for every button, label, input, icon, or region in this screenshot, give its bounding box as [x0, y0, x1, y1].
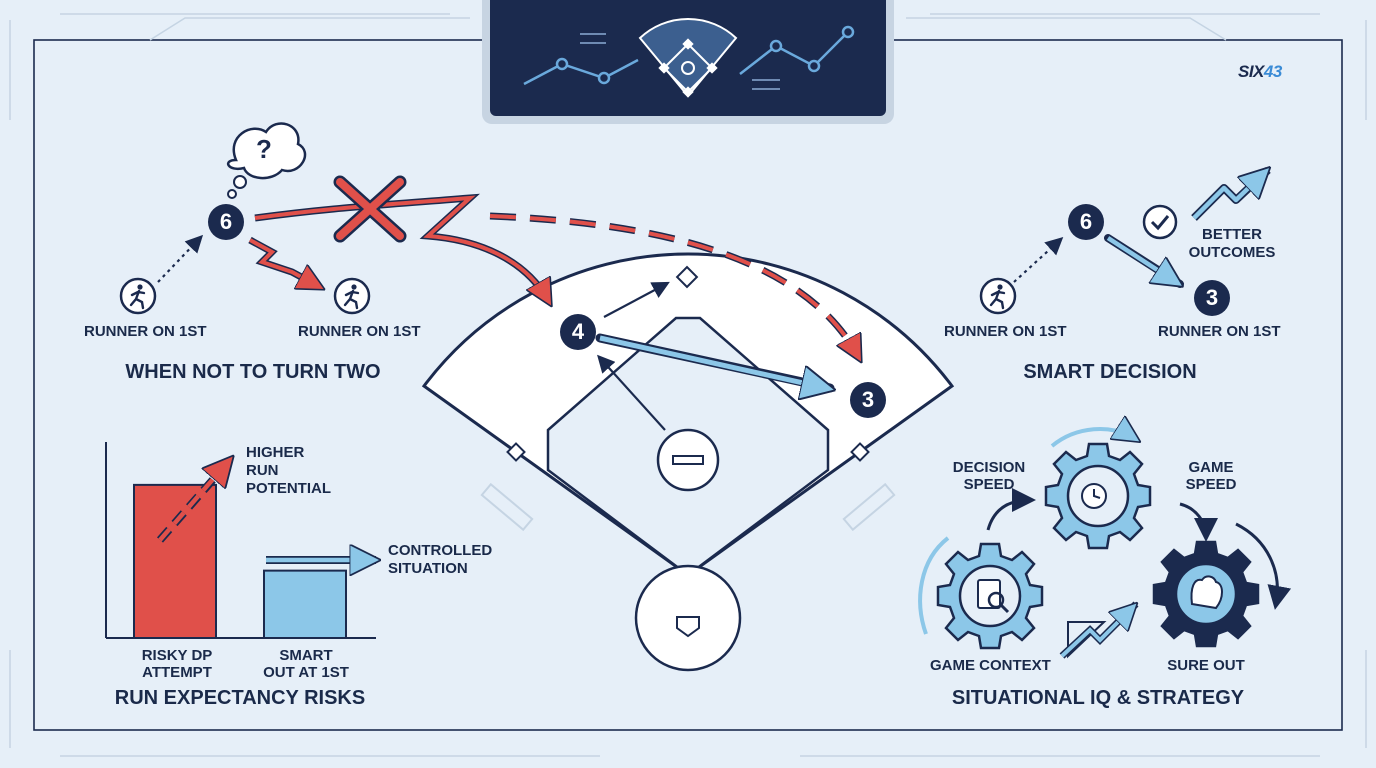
bar-smart-out [263, 569, 347, 639]
fielder-6-left: 6 [208, 204, 244, 240]
sure-out-label: SURE OUT [1167, 657, 1245, 674]
game-speed-label: GAME SPEED [1185, 459, 1237, 493]
header-panel [482, 0, 894, 124]
right-play-diagram [979, 170, 1268, 315]
risky-dp-label: RISKY DP ATTEMPT [141, 647, 213, 681]
higher-run-label: HIGHER RUN POTENTIAL [246, 444, 331, 497]
six43-logo: SIX43 [1238, 62, 1282, 81]
chart-arrows [156, 458, 376, 560]
runner-label-left-a: RUNNER ON 1ST [84, 323, 207, 340]
runner-icon-left-b [333, 277, 371, 315]
right-section-title: SMART DECISION [1023, 361, 1197, 383]
bar-risky-dp [133, 483, 217, 639]
fielder-3-field: 3 [850, 382, 886, 418]
chart-bars [133, 483, 347, 639]
strategy-gears [918, 429, 1292, 659]
better-outcomes-label: BETTER OUTCOMES [1188, 226, 1276, 261]
controlled-label: CONTROLLED SITUATION [388, 542, 493, 577]
baseball-field [421, 252, 955, 672]
chart-title: RUN EXPECTANCY RISKS [114, 687, 366, 709]
thought-question-mark: ? [256, 134, 272, 164]
runner-label-right-a: RUNNER ON 1ST [944, 323, 1067, 340]
fielder-4: 4 [560, 314, 596, 350]
fielder-6-right: 6 [1068, 204, 1104, 240]
runner-label-left-b: RUNNER ON 1ST [298, 323, 421, 340]
runner-label-right-b: RUNNER ON 1ST [1158, 323, 1281, 340]
fielder-3-right: 3 [1194, 280, 1230, 316]
left-section-title: WHEN NOT TO TURN TWO [125, 361, 381, 383]
game-context-label: GAME CONTEXT [930, 657, 1051, 674]
decision-speed-label: DECISION SPEED [952, 459, 1026, 493]
left-play-diagram [119, 122, 307, 315]
smart-out-label: SMART OUT AT 1ST [263, 647, 349, 681]
red-throw-paths [248, 175, 858, 356]
strategy-title: SITUATIONAL IQ & STRATEGY [951, 687, 1245, 709]
